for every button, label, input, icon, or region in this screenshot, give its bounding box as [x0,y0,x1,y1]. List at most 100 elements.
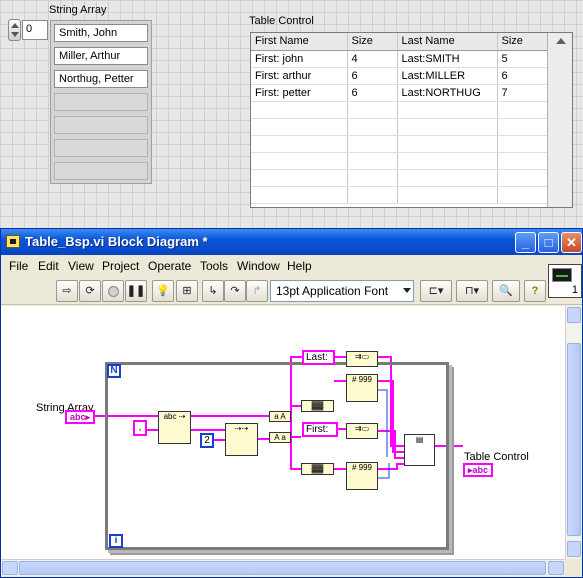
table-row-empty[interactable] [251,101,548,119]
table-cell[interactable]: Last:SMITH [397,50,498,68]
menu-operate[interactable]: Operate [148,259,192,273]
horizontal-scroll-thumb[interactable] [19,561,546,575]
retain-wire-values-button[interactable]: ⊞ [176,280,198,302]
menu-file[interactable]: File [9,259,29,273]
last-prefix-constant[interactable]: Last: [302,350,335,365]
array-element-empty[interactable] [54,162,148,180]
array-element[interactable]: Northug, Petter [54,70,148,88]
horizontal-scrollbar[interactable] [1,559,565,576]
menu-project[interactable]: Project [102,259,140,273]
build-array-node[interactable]: ▤ [404,434,435,466]
table-row[interactable]: First: john 4 Last:SMITH 5 [251,50,548,68]
menu-edit[interactable]: Edit [38,259,59,273]
table-cell[interactable]: First: arthur [251,67,348,85]
array-index-field[interactable]: 0 [22,20,48,40]
probe-icon: ⊞ [182,285,192,297]
table-cell[interactable]: 4 [347,50,398,68]
scroll-left-button[interactable] [2,561,18,575]
array-subset-node[interactable]: ⇢⇢ [225,423,258,456]
step-into-button[interactable]: ↳ [202,280,224,302]
align-objects-button[interactable]: ⊏▾ [420,280,452,302]
table-cell[interactable]: 6 [347,67,398,85]
table-scrollbar[interactable] [547,33,572,207]
array-function-icon: ⇢⇢ [234,424,249,433]
scroll-right-button[interactable] [548,561,564,575]
table-control-terminal[interactable]: ▸abc [463,463,493,477]
table-cell[interactable]: 5 [497,50,548,68]
title-bar[interactable]: Table_Bsp.vi Block Diagram * _ □ ✕ [1,229,582,255]
menu-window[interactable]: Window [237,259,280,273]
array-index-control[interactable]: 0 [8,19,48,41]
decrement-arrow-icon[interactable] [11,32,19,37]
loop-iteration-terminal[interactable]: i [109,534,123,548]
concatenate-strings-node-last[interactable]: ⇉▭ [346,351,378,367]
string-array-terminal[interactable]: abc▸ [65,410,95,424]
string-length-node-lower[interactable]: ▓▓ [301,463,334,475]
block-diagram-canvas[interactable]: String Array abc▸ N i , abc ⇢ 2 ⇢⇢ a A A… [1,306,565,559]
to-upper-case-node[interactable]: a A [269,411,291,422]
vertical-scroll-thumb[interactable] [567,343,581,536]
number-to-string-node-upper[interactable]: # 999 [346,374,378,402]
table-cell[interactable]: 6 [497,67,548,85]
table-cell[interactable]: 7 [497,84,548,102]
index-spinner[interactable] [8,19,21,41]
string-array-label: String Array [49,4,107,16]
maximize-button[interactable]: □ [538,232,559,253]
array-element[interactable]: Miller, Arthur [54,47,148,65]
index-constant[interactable]: 2 [200,433,214,448]
table-cell[interactable]: First: petter [251,84,348,102]
first-prefix-constant[interactable]: First: [302,422,338,437]
vi-icon-screen [552,268,572,282]
scroll-down-button[interactable] [567,541,581,557]
concatenate-icon: ⇉▭ [354,424,370,433]
increment-arrow-icon[interactable] [11,23,19,28]
minimize-button[interactable]: _ [515,232,536,253]
reorder-button[interactable]: 🔍 [492,280,520,302]
table-control[interactable]: First Name Size Last Name Size First: jo… [250,32,573,208]
menu-help[interactable]: Help [287,259,312,273]
string-length-node-upper[interactable]: ▓▓ [301,400,334,412]
step-out-button[interactable]: ↱ [246,280,268,302]
concatenate-strings-node-first[interactable]: ⇉▭ [346,423,378,439]
table-cell[interactable]: 6 [347,84,398,102]
font-dropdown[interactable]: 13pt Application Font [270,280,414,302]
table-cell[interactable]: Last:NORTHUG [397,84,498,102]
abort-button[interactable] [102,280,124,302]
menu-tools[interactable]: Tools [200,259,229,273]
table-row-empty[interactable] [251,186,548,204]
to-lower-case-node[interactable]: A a [269,432,291,443]
table-row[interactable]: First: arthur 6 Last:MILLER 6 [251,67,548,85]
highlight-execution-button[interactable]: 💡 [152,280,174,302]
run-continuously-button[interactable]: ⟳ [79,280,101,302]
close-button[interactable]: ✕ [561,232,582,253]
wire-layer [95,356,463,479]
distribute-objects-button[interactable]: ⊓▾ [456,280,488,302]
table-row[interactable]: First: petter 6 Last:NORTHUG 7 [251,84,548,102]
table-row-empty[interactable] [251,118,548,136]
array-element-empty[interactable] [54,116,148,134]
delimiter-constant[interactable]: , [133,420,147,436]
table-row-empty[interactable] [251,169,548,187]
vi-connector-pane-icon[interactable]: 1 [548,264,582,298]
number-to-string-node-lower[interactable]: # 999 [346,462,378,490]
menu-view[interactable]: View [68,259,94,273]
array-element[interactable]: Smith, John [54,24,148,42]
vertical-scrollbar[interactable] [565,306,582,559]
table-row-empty[interactable] [251,135,548,153]
scroll-up-arrow-icon[interactable] [556,38,566,44]
step-over-button[interactable]: ↷ [224,280,246,302]
table-row-empty[interactable] [251,152,548,170]
run-button[interactable]: ⇨ [56,280,78,302]
scroll-up-button[interactable] [567,307,581,323]
loop-count-terminal[interactable]: N [107,364,121,378]
table-cell[interactable]: Last:MILLER [397,67,498,85]
table-cell[interactable]: First: john [251,50,348,68]
pause-button[interactable]: ❚❚ [125,280,147,302]
spreadsheet-string-to-array-node[interactable]: abc ⇢ [158,411,191,444]
chevron-down-icon [403,288,411,293]
for-loop[interactable] [105,362,449,550]
context-help-button[interactable]: ? [524,280,546,302]
array-element-empty[interactable] [54,139,148,157]
column-header: Size [347,33,398,51]
array-element-empty[interactable] [54,93,148,111]
